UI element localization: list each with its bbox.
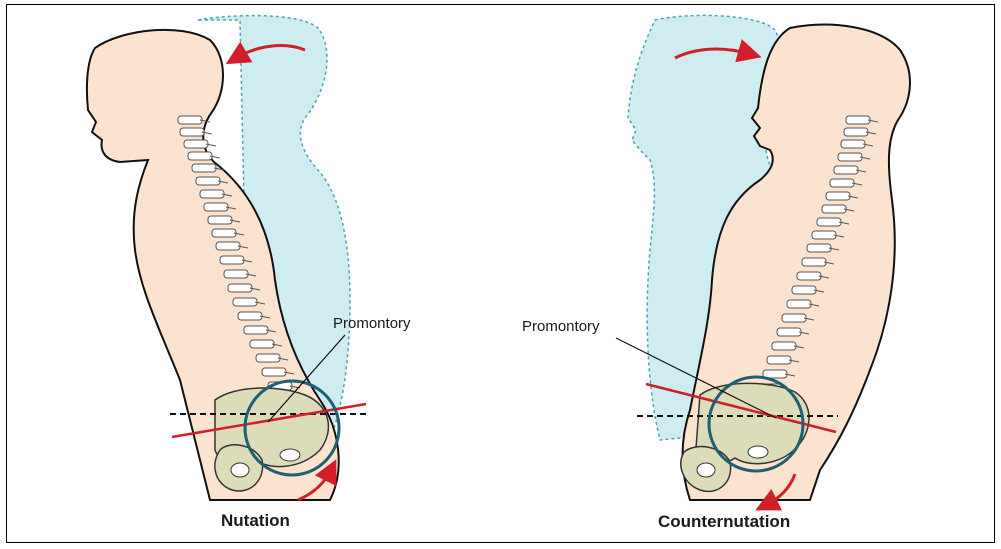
right-panel	[616, 15, 910, 505]
left-panel	[87, 16, 370, 500]
left-caption: Nutation	[221, 511, 290, 531]
right-caption: Counternutation	[658, 512, 790, 532]
left-promontory-label: Promontory	[333, 315, 411, 332]
right-promontory-label: Promontory	[522, 318, 600, 335]
